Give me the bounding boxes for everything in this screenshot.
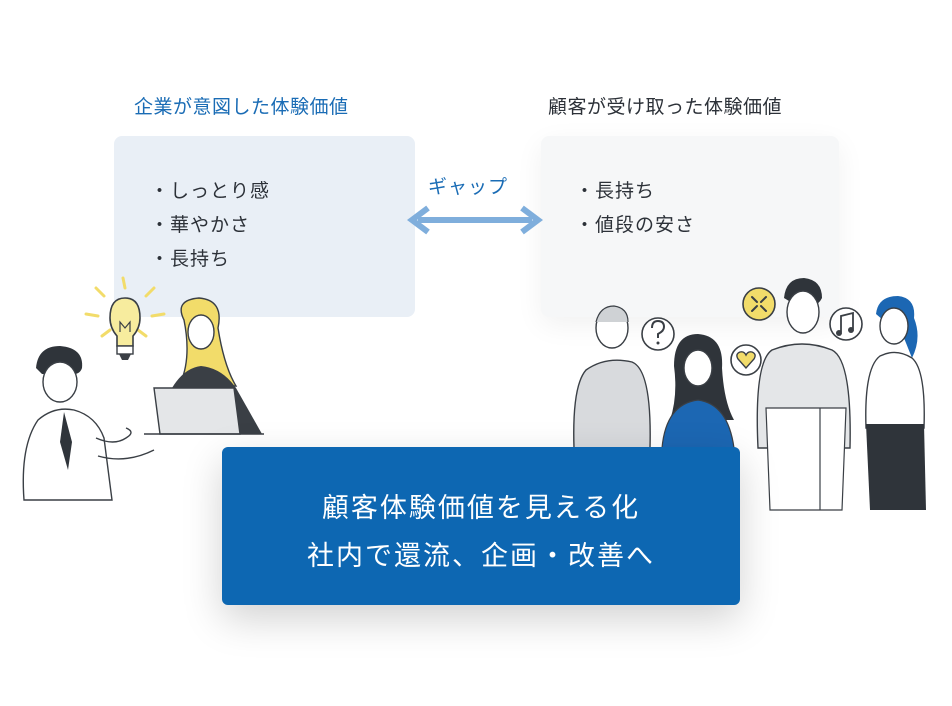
customer-man-glasses	[573, 305, 651, 449]
customer-woman-ponytail	[865, 296, 926, 510]
intended-value-list: しっとり感 華やかさ 長持ち	[150, 174, 270, 276]
received-value-list: 長持ち 値段の安さ	[575, 174, 695, 242]
list-item: 長持ち	[575, 174, 695, 208]
double-arrow-icon	[407, 205, 543, 235]
gap-label: ギャップ	[428, 176, 509, 198]
list-item: 長持ち	[150, 242, 270, 276]
customers-illustration	[573, 278, 926, 511]
office-workers-illustration	[22, 276, 264, 501]
list-item: しっとり感	[150, 174, 270, 208]
angry-bubble-icon	[742, 287, 776, 321]
banner-line-1: 顧客体験価値を見える化	[321, 493, 641, 524]
intended-value-card: しっとり感 華やかさ 長持ち	[114, 136, 415, 317]
received-value-heading: 顧客が受け取った体験価値	[548, 96, 783, 118]
customer-man-apron	[756, 278, 851, 511]
banner-line-2: 社内で還流、企画・改善へ	[307, 541, 655, 572]
heart-bubble-icon	[730, 344, 762, 376]
conclusion-banner: 顧客体験価値を見える化 社内で還流、企画・改善へ	[222, 447, 740, 605]
music-note-bubble-icon	[829, 307, 863, 341]
intended-value-heading: 企業が意図した体験価値	[134, 96, 349, 118]
question-bubble-icon	[641, 317, 675, 351]
customer-woman-blue	[661, 334, 735, 449]
lightbulb-icon	[84, 276, 166, 360]
woman-with-laptop	[144, 297, 264, 435]
received-value-card: 長持ち 値段の安さ	[541, 136, 839, 317]
list-item: 華やかさ	[150, 208, 270, 242]
list-item: 値段の安さ	[575, 208, 695, 242]
man-gesturing	[22, 346, 155, 501]
